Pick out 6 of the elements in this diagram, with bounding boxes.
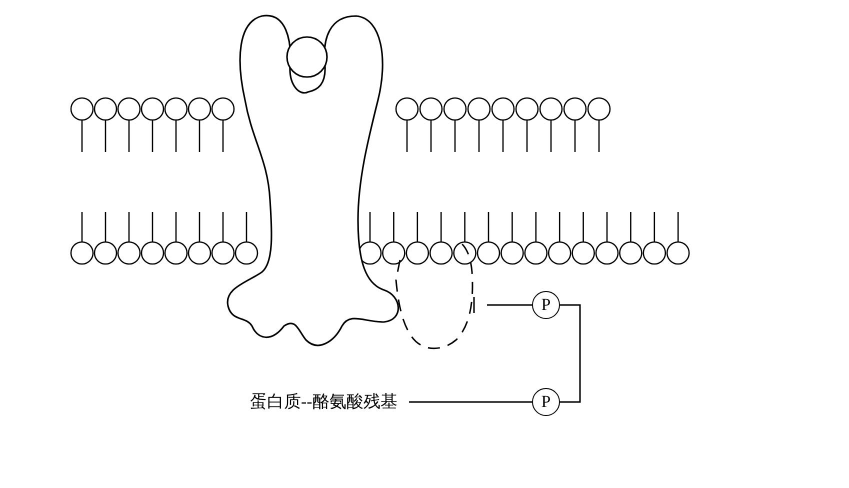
connector-line — [560, 304, 581, 403]
residue-label: 蛋白质--酪氨酸残基 — [250, 391, 398, 413]
connector-line — [409, 401, 532, 403]
connector-line — [487, 304, 532, 306]
phosphate-circle: P — [532, 388, 560, 416]
phosphate-circle: P — [532, 291, 560, 319]
